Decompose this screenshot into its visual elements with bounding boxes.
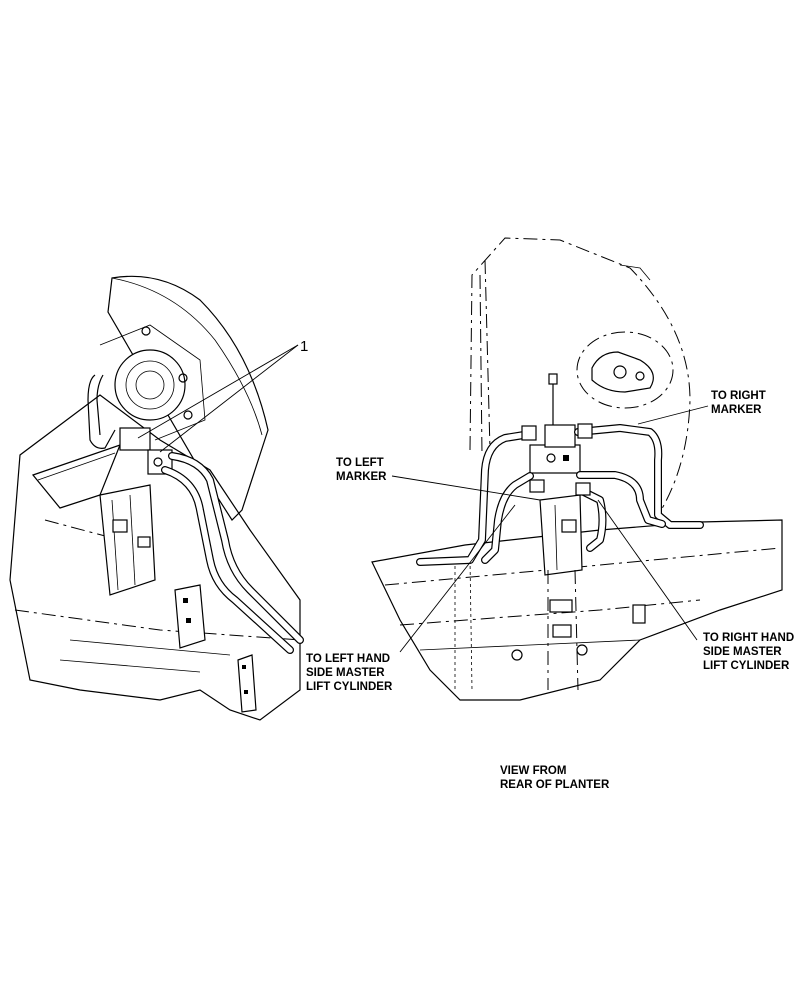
label-right-cylinder-line2: SIDE MASTER	[703, 646, 782, 658]
item-number-callout: 1	[300, 338, 308, 355]
label-to-left-marker-line2: MARKER	[336, 471, 387, 483]
right-hub	[591, 351, 654, 393]
right-main-frame	[371, 519, 783, 701]
label-left-cylinder-line1: TO LEFT HAND	[306, 653, 390, 665]
callout-leader-1a	[137, 344, 299, 439]
hose-to-left-marker	[416, 430, 534, 566]
label-left-cylinder-line3: LIFT CYLINDER	[306, 681, 393, 693]
label-left-cylinder-line2: SIDE MASTER	[306, 667, 385, 679]
label-to-right-marker-line1: TO RIGHT	[711, 390, 766, 402]
left-disc-housing	[107, 275, 269, 521]
left-main-frame	[9, 394, 301, 721]
view-caption-line2: REAR OF PLANTER	[500, 779, 610, 791]
left-assembly-view	[9, 275, 304, 721]
label-to-left-marker-line1: TO LEFT	[336, 457, 384, 469]
callout-leader-1b	[159, 344, 299, 453]
left-valve-block	[119, 427, 151, 451]
right-assembly-view	[371, 237, 783, 701]
label-to-right-marker-line2: MARKER	[711, 404, 762, 416]
view-caption-line1: VIEW FROM	[500, 765, 566, 777]
left-hub	[114, 349, 186, 421]
right-disc-outline	[469, 237, 691, 521]
label-right-cylinder-line3: LIFT CYLINDER	[703, 660, 790, 672]
label-right-cylinder-line1: TO RIGHT HAND	[703, 632, 794, 644]
